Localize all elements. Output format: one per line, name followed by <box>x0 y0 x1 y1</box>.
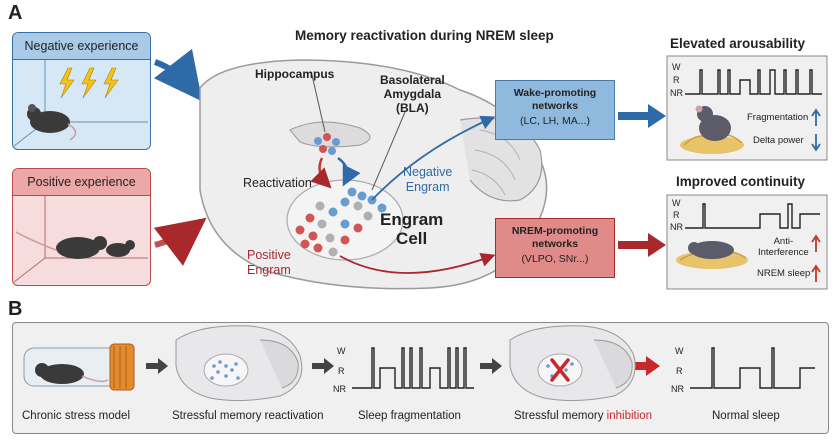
continuous-hypnogram <box>685 203 820 229</box>
axis-label-w: W <box>672 198 681 208</box>
positive-engram-label: Positive Engram <box>247 248 291 277</box>
up-arrow-icon <box>811 108 821 126</box>
panel-b-drawing <box>23 325 815 402</box>
brain-icon <box>509 325 636 402</box>
mouse-icon <box>676 241 748 269</box>
nrem-promoting-box: NREM-promoting networks (VLPO, SNr...) <box>495 218 615 278</box>
brain-icon <box>175 325 303 402</box>
wake-promoting-box: Wake-promoting networks (LC, LH, MA...) <box>495 80 615 140</box>
reactivation-arrow-blue <box>337 156 361 187</box>
normal-hypnogram-b <box>690 347 815 389</box>
panel-letter-b: B <box>8 298 23 320</box>
axis-label-r: R <box>673 210 680 220</box>
fragmented-hypnogram-b <box>352 347 474 389</box>
fragmentation-label: Fragmentation <box>747 112 809 123</box>
fragmented-hypnogram <box>685 69 822 95</box>
sleep-fragmentation-caption: Sleep fragmentation <box>358 410 461 422</box>
panel-a-drawing <box>13 48 828 290</box>
bla-engram-cells <box>295 187 387 257</box>
negative-to-brain-arrow <box>153 48 203 102</box>
lightning-icon <box>59 67 119 99</box>
positive-experience-box: Positive experience <box>12 168 151 286</box>
axis-label-nr: NR <box>670 88 683 98</box>
negative-engram-label: Negative Engram <box>403 165 453 194</box>
delta-power-label: Delta power <box>753 135 804 146</box>
normal-sleep-caption: Normal sleep <box>712 410 780 422</box>
chronic-stress-caption: Chronic stress model <box>22 410 131 422</box>
mouse-icon <box>27 104 77 141</box>
up-arrow-icon <box>811 264 821 282</box>
panel-letter-a: A <box>8 2 23 24</box>
negative-engram-to-wake-line <box>371 115 496 201</box>
hippocampus-pointer <box>311 74 326 133</box>
axis-label-w: W <box>672 62 681 72</box>
improved-continuity-title: Improved continuity <box>676 174 806 189</box>
panel-a-title: Memory reactivation during NREM sleep <box>295 28 554 43</box>
axis-label-nr: NR <box>333 384 346 394</box>
positive-to-brain-arrow <box>153 217 207 266</box>
reactivation-label: Reactivation <box>243 176 312 190</box>
bla-label: Basolateral Amygdala (BLA) <box>380 73 445 115</box>
negative-box-perspective <box>13 60 148 147</box>
stressful-inhibition-caption: Stressful memory inhibition <box>514 410 653 422</box>
anti-interference-label: Anti- Interference <box>758 236 809 258</box>
axis-label-r: R <box>673 75 680 85</box>
mouse-icon <box>680 105 744 154</box>
reactivation-arrow-red <box>310 157 332 189</box>
negative-experience-header: Negative experience <box>13 33 150 60</box>
negative-experience-box: Negative experience <box>12 32 151 150</box>
axis-label-r: R <box>338 366 345 376</box>
mouse-icon <box>15 231 135 259</box>
improved-continuity-box <box>666 194 828 290</box>
axis-label-w: W <box>675 346 684 356</box>
axis-label-nr: NR <box>671 384 684 394</box>
up-arrow-icon <box>811 234 821 252</box>
positive-engram-to-nrem-line <box>339 252 496 274</box>
hippocampus-label: Hippocampus <box>255 67 335 81</box>
nrem-sleep-label: NREM sleep <box>757 268 811 279</box>
elevated-arousability-title: Elevated arousability <box>670 36 806 51</box>
inhibition-cross-icon <box>550 358 570 382</box>
hippocampus-engram-cells <box>314 133 340 155</box>
axis-label-w: W <box>337 346 346 356</box>
axis-label-nr: NR <box>670 222 683 232</box>
axis-label-r: R <box>676 366 683 376</box>
mouse-icon <box>35 363 109 384</box>
bla-pointer <box>371 111 406 191</box>
down-arrow-icon <box>811 134 821 152</box>
stressful-reactivation-caption: Stressful memory reactivation <box>172 410 324 422</box>
positive-experience-header: Positive experience <box>13 169 150 196</box>
engram-cell-label: Engram Cell <box>380 210 444 248</box>
positive-box-perspective <box>13 196 148 283</box>
